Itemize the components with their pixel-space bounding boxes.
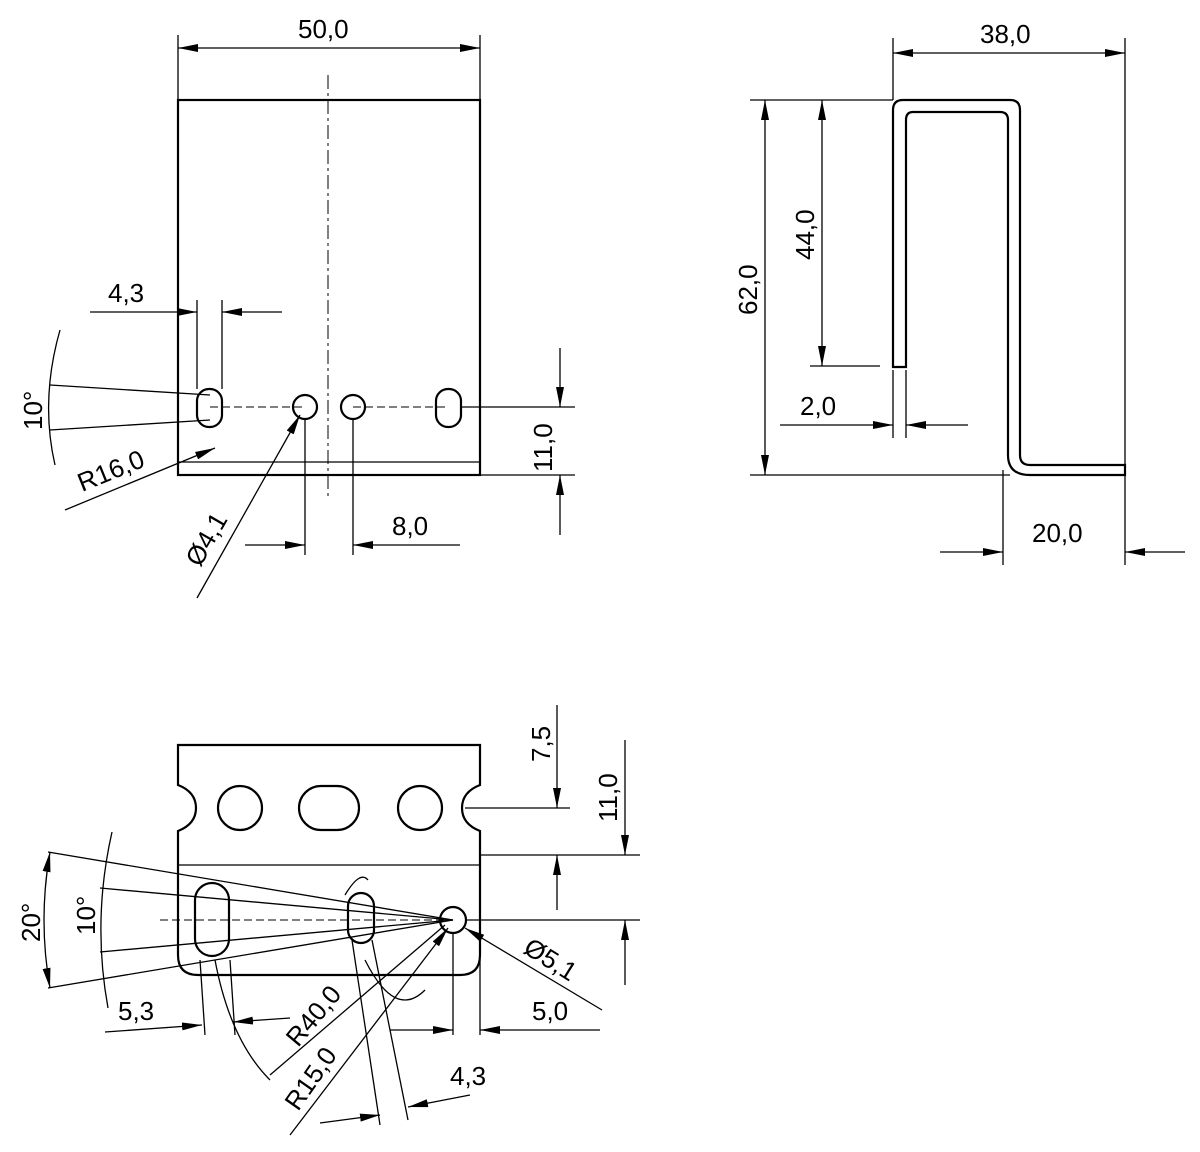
dim-outer-angle: 20° [16,903,46,942]
dim-depth: 38,0 [980,19,1031,49]
dim-inner-height: 44,0 [790,209,820,260]
bracket-outline-bottom [176,743,482,977]
slot-right [434,387,463,429]
slot-large [193,881,231,958]
hole-left [291,393,319,421]
dim-top-hole-offset: 7,5 [526,726,556,762]
dim-hole-diameter: Ø4,1 [179,507,233,571]
dim-slot-width-mid: 4,3 [450,1061,486,1091]
dim-slot-width-left: 5,3 [118,996,154,1026]
dim-slot-radius: R16,0 [73,444,149,498]
hole-2 [297,784,361,832]
dim-inner-angle: 10° [71,896,101,935]
dim-hole-height: 11,0 [528,423,558,472]
dim-radius-large: R40,0 [280,979,348,1051]
dim-thickness: 2,0 [800,391,836,421]
dim-edge-offset: 5,0 [532,996,568,1026]
dim-hole-spacing: 8,0 [392,511,428,541]
hole-3 [396,784,444,832]
bottom-view: 7,5 11,0 20° 10° 5,3 R40,0 R15,0 4,3 [16,705,640,1136]
dim-slot-width: 4,3 [108,278,144,308]
hole-1 [216,784,264,832]
dim-foot: 20,0 [1032,518,1083,548]
dim-hole-height-bottom: 11,0 [593,773,623,822]
slot-small [346,891,376,945]
dim-slot-angle: 10° [18,391,48,430]
bracket-outline [176,98,482,477]
bracket-profile [891,98,1127,477]
front-view: 50,0 4,3 10° R16,0 Ø4,1 8,0 11,0 [18,14,575,599]
dim-height: 62,0 [733,264,763,315]
side-view: 38,0 62,0 44,0 2,0 20,0 [733,19,1185,565]
dim-width: 50,0 [298,14,349,44]
slot-left [195,387,224,429]
